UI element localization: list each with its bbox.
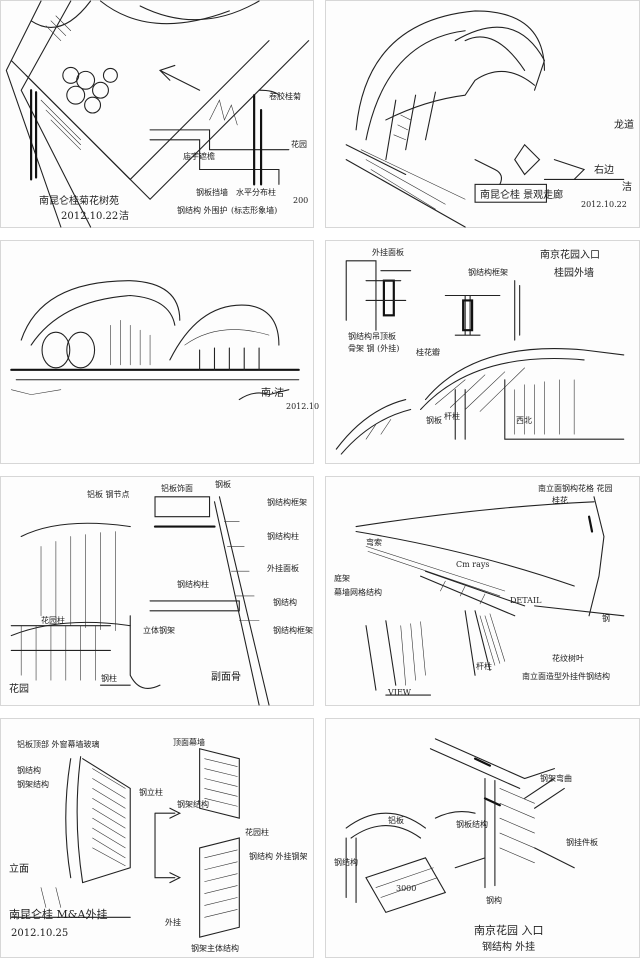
sketch-note: 桂花 bbox=[552, 496, 568, 505]
sketch-note: 钢结构 bbox=[17, 766, 41, 775]
sketch-note: 西北 bbox=[516, 416, 532, 425]
sketch-note: 钢结构 外挂 bbox=[482, 942, 536, 953]
sketch-note: 钢立柱 bbox=[139, 788, 163, 797]
sketch-note: 外挂面板 bbox=[267, 564, 299, 573]
sketch-note: 2012.10.22 bbox=[581, 200, 627, 209]
sketch-note: 桂园外墙 bbox=[554, 268, 594, 279]
sketch-note: 钢柱 bbox=[101, 674, 117, 683]
sketch-note: 钢结构框架 bbox=[267, 498, 307, 507]
sketch-note: 花园 bbox=[291, 140, 307, 149]
sketch-note: (标志形象墙) bbox=[231, 206, 278, 215]
sketch-note: 幕墙网格结构 bbox=[334, 588, 382, 597]
sketch-note: 钢结构柱 bbox=[177, 580, 209, 589]
sketch-note: 钢架结构 bbox=[177, 800, 209, 809]
sketch-note: 庭架 bbox=[334, 574, 350, 583]
sketch-note: 南京花园入口 bbox=[540, 250, 600, 261]
sketch-note: 钢结构柱 bbox=[267, 532, 299, 541]
sketch-drawing-detail-view bbox=[355, 496, 625, 696]
sketch-note: 3000 bbox=[396, 884, 417, 893]
sketch-note: Cm rays bbox=[456, 560, 490, 569]
sketch-panel-canopy-structure: 铝板饰面 钢板 铝板 钢节点 钢结构框架 钢结构柱 外挂面板 钢结构 花园柱 钢… bbox=[0, 476, 314, 706]
sketch-note: 钢结构框架 bbox=[273, 626, 313, 635]
sketch-note: 立面 bbox=[9, 864, 29, 875]
sketch-note: 2012.10.22 bbox=[61, 211, 119, 222]
sketch-drawing-entrance-detail bbox=[335, 260, 625, 455]
sketch-note: DETAIL bbox=[510, 596, 542, 605]
sketch-note: 南昆仑桂 M&A外挂 bbox=[9, 908, 108, 921]
sketch-panel-detail-view: 南立面钢构花格 花园 桂花 弯索 Cm rays 庭架 幕墙网格结构 DETAI… bbox=[325, 476, 640, 706]
sketch-note: 钢板结构 bbox=[456, 820, 488, 829]
sketch-note: 钢结构 外围护 bbox=[177, 206, 228, 215]
sketch-note: 桂花瓣 bbox=[416, 348, 440, 357]
sketch-drawing-aerial-site bbox=[5, 0, 310, 228]
sketch-panel-facade-fins: 铝板顶部 外窗幕墙玻璃 钢结构 钢架结构 顶面幕墙 钢立柱 钢架结构 花园柱 钢… bbox=[0, 718, 314, 958]
sketch-note: VIEW bbox=[388, 688, 411, 697]
sketch-note: 200 bbox=[293, 196, 309, 205]
sketch-note: 杆柱 bbox=[476, 662, 492, 671]
sketch-panel-dome-perspective: 南昆仑桂 景观走廊 2012.10.22 龙道 右边 洁 bbox=[325, 0, 640, 228]
sketch-note: 钢板 bbox=[215, 480, 231, 489]
sketch-drawing-facade-fins bbox=[10, 748, 240, 938]
sketch-note: 花园 bbox=[9, 684, 29, 695]
sketch-note: 南昆仑桂 景观走廊 bbox=[480, 190, 564, 201]
sketch-note: 钢架主体结构 bbox=[191, 944, 239, 953]
sketch-drawing-elevation bbox=[10, 280, 300, 401]
sketch-note: 钢挂件板 bbox=[566, 838, 598, 847]
sketch-note: 弯索 bbox=[366, 538, 382, 547]
sketch-drawing-entrance-plan bbox=[345, 738, 575, 914]
sketch-panel-entrance-plan: 钢架弯曲 铝板 钢板结构 钢结构 钢挂件板 钢构 3000 南京花园 入口 钢结… bbox=[325, 718, 640, 958]
sketch-drawing-canopy-structure bbox=[10, 496, 270, 706]
sketch-note: 水平分布柱 bbox=[236, 188, 276, 197]
sketch-note: 南立面钢构花格 花园 bbox=[538, 484, 613, 493]
sketch-note: 庙宇遮檐 bbox=[183, 152, 215, 161]
sketch-note: 花园柱 bbox=[41, 616, 65, 625]
sketch-note: 洁 bbox=[119, 211, 129, 222]
sketch-note: 外挂 bbox=[165, 918, 181, 927]
sketch-note: 钢 bbox=[602, 614, 610, 623]
sketch-note: 花园柱 bbox=[245, 828, 269, 837]
sketch-note: 钢结构 外挂钢架 bbox=[249, 852, 308, 861]
sketch-note: 顶面幕墙 bbox=[173, 738, 205, 747]
sketch-note: 铝板 bbox=[388, 816, 404, 825]
sketch-note: 外挂面板 bbox=[372, 248, 404, 257]
sketch-note: 铝板饰面 bbox=[161, 484, 193, 493]
sketch-note: 南昆仑桂菊花树苑 bbox=[39, 196, 119, 207]
sketch-panel-entrance-detail: 南京花园入口 桂园外墙 外挂面板 钢结构框架 钢结构吊顶板 骨架 钢 (外挂) … bbox=[325, 240, 640, 464]
sketch-note: 钢结构吊顶板 bbox=[348, 332, 396, 341]
sketch-note: 立体钢架 bbox=[143, 626, 175, 635]
sketch-note: 钢结构 bbox=[273, 598, 297, 607]
sketch-note: 南立面造型外挂件钢结构 bbox=[522, 672, 610, 681]
sketch-note: 钢结构框架 bbox=[468, 268, 508, 277]
sketch-panel-aerial-site: 南昆仑桂菊花树苑 2012.10.22 洁 卷胶桂菊 庙宇遮檐 钢板挡墙 水平分… bbox=[0, 0, 314, 228]
sketch-note: 花纹树叶 bbox=[552, 654, 584, 663]
sketch-note: 钢架结构 bbox=[17, 780, 49, 789]
sketch-note: 铝板 钢节点 bbox=[87, 490, 130, 499]
sketch-note: 2012.10.25 bbox=[11, 928, 69, 939]
sketch-note: 2012.10 bbox=[286, 402, 320, 411]
sketch-note: 钢板挡墙 bbox=[196, 188, 228, 197]
sketch-note: 洁 bbox=[622, 182, 632, 193]
sketch-note: 南京花园 入口 bbox=[474, 924, 544, 937]
sketch-note: 钢架弯曲 bbox=[540, 774, 572, 783]
sketch-note: 南·洁 bbox=[261, 388, 285, 399]
sketch-note: 右边 bbox=[594, 165, 614, 176]
sketch-note: 卷胶桂菊 bbox=[269, 92, 301, 101]
sketch-note: 钢构 bbox=[486, 896, 502, 905]
sketch-note: 杆柱 bbox=[444, 412, 460, 421]
sketch-note: 龙道 bbox=[614, 120, 634, 131]
sketch-note: 铝板顶部 外窗幕墙玻璃 bbox=[17, 740, 100, 749]
sketch-note: 骨架 钢 (外挂) bbox=[348, 344, 400, 353]
sketch-note: 钢结构 bbox=[334, 858, 358, 867]
sketch-note: 副面骨 bbox=[211, 672, 241, 683]
sketch-drawing-dome-perspective bbox=[345, 10, 625, 228]
sketch-note: 钢板 bbox=[426, 416, 442, 425]
sketch-panel-elevation: 南·洁 2012.10 bbox=[0, 240, 319, 464]
